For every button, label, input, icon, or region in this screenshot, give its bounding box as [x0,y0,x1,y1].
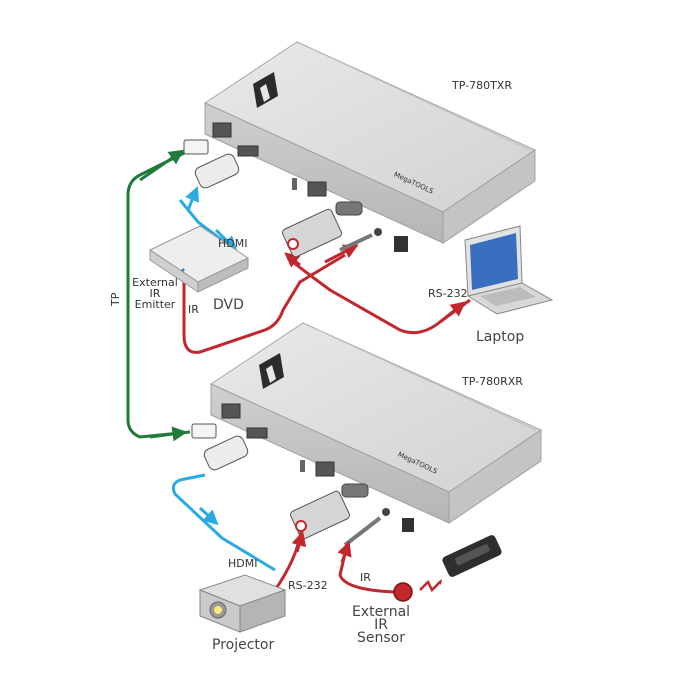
ir-signal-icon [419,579,441,593]
power-connector [394,236,408,252]
ethernet-port [307,181,327,197]
dip-switch [300,460,305,472]
ir-sensor-line-3: Sensor [357,630,405,646]
hdmi-label-top: HDMI [218,237,248,250]
ir-cable-top [182,233,373,354]
rs232-label-top: RS-232 [428,287,468,300]
db9-plug-top [282,208,342,258]
dip-switch [292,178,297,190]
hdmi-plug-bottom [203,435,249,471]
power-connector [402,518,414,532]
ir-sensor-line-1: External [351,604,411,620]
remote-control-icon [442,535,502,577]
hdmi-port [246,427,268,439]
tp-cable [126,139,217,442]
ir-jack [374,228,382,236]
hdmi-port [237,145,259,157]
ir-sensor-line-2: IR [374,617,388,633]
ir-label-bottom: IR [360,571,371,584]
hdmi-plug-top [194,153,240,189]
dvd-label: DVD [213,297,244,313]
receiver-label: TP-780RXR [462,375,523,388]
ir-emitter-label: External IR Emitter [132,277,178,310]
tp-port [212,122,232,138]
ir-jack [382,508,390,516]
rs232-cable-bottom [273,490,350,591]
tp-port [221,403,241,419]
ir-emitter-line-1: External [132,276,178,289]
ir-cable-bottom [337,516,413,602]
kramer-logo-icon [253,72,278,108]
hdmi-cable-bottom [171,435,276,572]
ir-emitter-line-2: IR [149,287,161,300]
projector-icon [198,574,287,633]
ethernet-port [315,461,335,477]
kramer-logo-icon [259,353,284,389]
tp-plug-top [183,139,209,155]
laptop-label: Laptop [476,329,525,345]
serial-port [341,483,369,498]
ir-sensor-label: External IR Sensor [346,604,416,646]
serial-port [335,201,363,216]
tp-label: TP [109,292,122,306]
ir-emitter-line-3: Emitter [134,298,176,311]
laptop-icon [464,225,554,315]
dvd-player-icon [148,225,250,293]
receiver-device [209,322,543,532]
db9-plug-bottom [290,490,350,540]
rs232-label-bottom: RS-232 [288,579,328,592]
ir-label-top: IR [188,303,199,316]
ir-sensor-icon [393,582,413,602]
transmitter-label: TP-780TXR [452,79,512,92]
projector-label: Projector [212,637,275,653]
hdmi-label-bottom: HDMI [228,557,258,570]
transmitter-device [203,41,537,252]
tp-plug-bottom [191,423,217,439]
rs232-cable-top [282,208,471,335]
